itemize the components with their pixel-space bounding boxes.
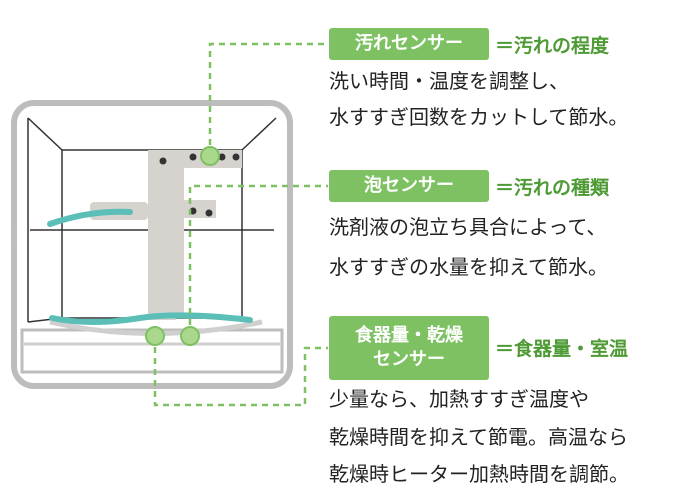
foam-sensor-desc-1: 洗剤液の泡立ち具合によって、 <box>329 215 607 239</box>
dirt-sensor-label: 汚れセンサー <box>355 33 463 54</box>
dirt-sensor-meaning: ＝汚れの程度 <box>495 35 610 57</box>
dirt-sensor-desc-2: 水すすぎ回数をカットして節水。 <box>329 105 629 129</box>
dirt-sensor-desc-1: 洗い時間・温度を調整し、 <box>329 69 569 93</box>
dish-water <box>47 208 253 325</box>
dirt-sensor-marker <box>200 146 220 166</box>
foam-sensor-marker <box>180 326 200 346</box>
dirt-sensor-badge: 汚れセンサー <box>329 28 489 60</box>
foam-sensor-badge: 泡センサー <box>329 170 489 202</box>
load-sensor-marker <box>145 326 165 346</box>
sensor-markers <box>145 146 220 346</box>
load-sensor-desc-1: 少量なら、加熱すすぎ温度や <box>329 387 589 411</box>
load-sensor-label-1: 食器量・乾燥 <box>355 325 463 346</box>
load-sensor-desc-2: 乾燥時間を抑えて節電。高温なら <box>329 425 628 449</box>
load-sensor-badge: 食器量・乾燥 センサー <box>329 316 489 380</box>
foam-sensor-label: 泡センサー <box>364 175 454 196</box>
load-sensor-meaning: ＝食器量・室温 <box>495 338 629 360</box>
foam-sensor-desc-2: 水すすぎの水量を抑えて節水。 <box>329 255 608 279</box>
foam-sensor-meaning: ＝汚れの種類 <box>495 177 610 199</box>
load-sensor-desc-3: 乾燥時ヒーター加熱時間を調節。 <box>329 462 629 486</box>
connector-lines <box>153 42 328 407</box>
load-sensor-label-2: センサー <box>373 349 445 370</box>
